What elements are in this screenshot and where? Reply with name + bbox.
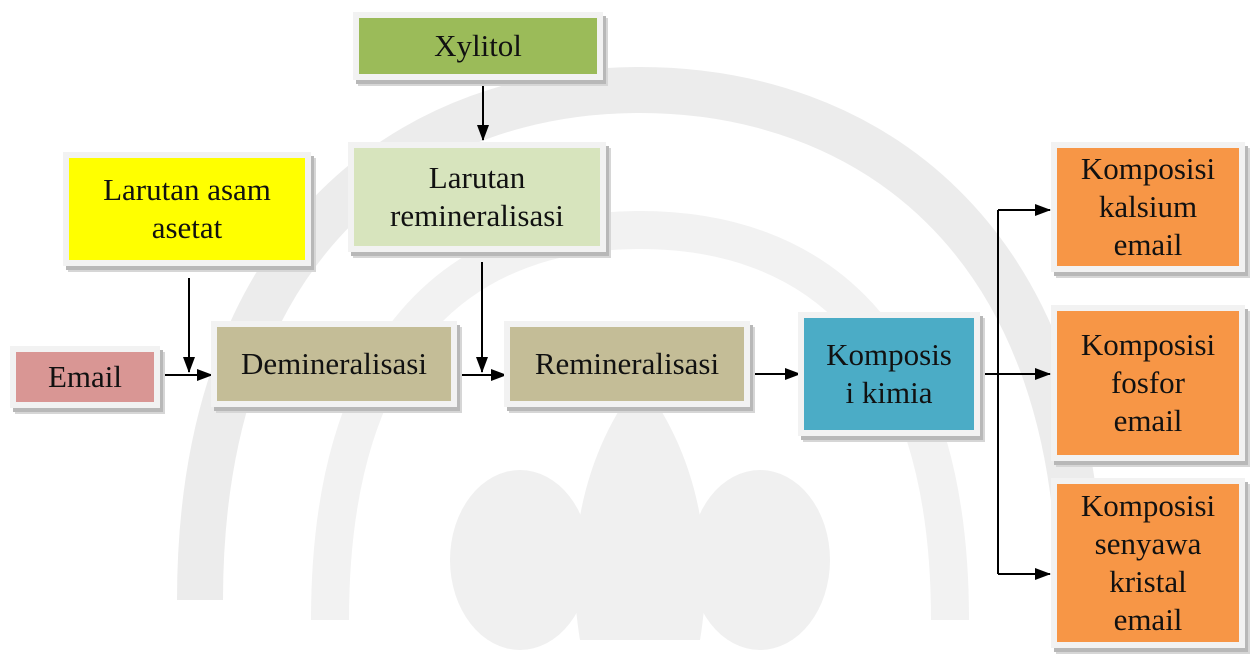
node-demineralisasi: Demineralisasi	[211, 321, 457, 407]
node-larutan-asam-asetat-label: Larutan asam asetat	[103, 172, 271, 245]
node-xylitol-label: Xylitol	[434, 28, 522, 63]
node-xylitol: Xylitol	[353, 12, 603, 80]
node-komposisi-senyawa-kristal-email: Komposisi senyawa kristal email	[1051, 478, 1245, 648]
node-email: Email	[10, 346, 160, 408]
node-larutan-remineralisasi-label: Larutan remineralisasi	[390, 160, 564, 233]
node-komposisi-senyawa-kristal-email-label: Komposisi senyawa kristal email	[1080, 488, 1216, 637]
node-komposisi-kalsium-email: Komposisi kalsium email	[1051, 142, 1245, 272]
node-komposisi-kalsium-email-label: Komposisi kalsium email	[1080, 151, 1216, 262]
node-komposisi-kimia-label: Komposis i kimia	[826, 337, 952, 410]
node-email-label: Email	[47, 359, 123, 394]
node-larutan-asam-asetat: Larutan asam asetat	[63, 152, 311, 266]
node-remineralisasi-label: Remineralisasi	[534, 346, 720, 381]
node-demineralisasi-label: Demineralisasi	[241, 346, 427, 381]
node-remineralisasi: Remineralisasi	[504, 321, 750, 407]
node-komposisi-fosfor-email-label: Komposisi fosfor email	[1080, 327, 1216, 438]
node-komposisi-fosfor-email: Komposisi fosfor email	[1051, 305, 1245, 461]
node-larutan-remineralisasi: Larutan remineralisasi	[348, 142, 606, 252]
node-komposisi-kimia: Komposis i kimia	[798, 312, 980, 436]
